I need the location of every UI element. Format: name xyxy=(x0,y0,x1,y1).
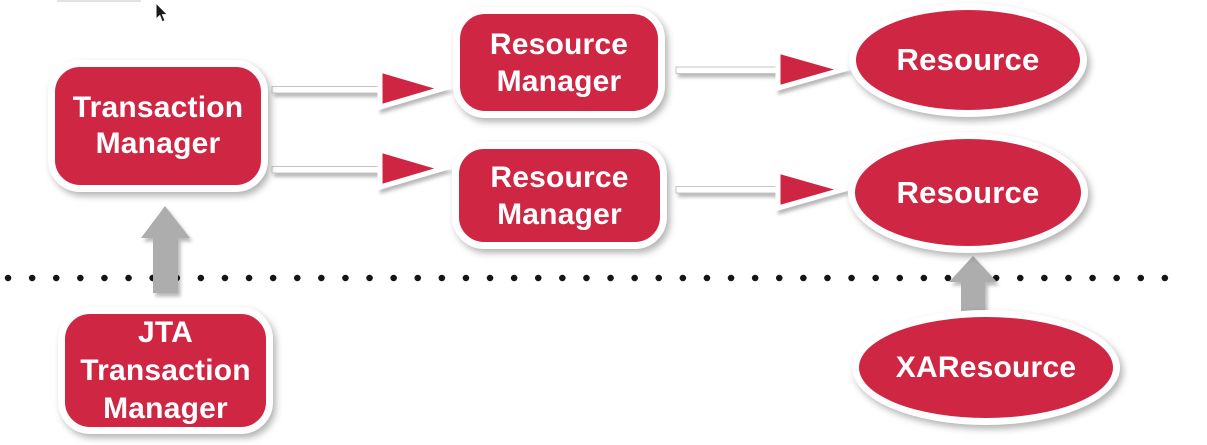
node-jta-transaction-manager: JTA Transaction Manager xyxy=(58,307,273,434)
arrow-tm-to-rm2 xyxy=(271,146,452,191)
node-label: Resource Manager xyxy=(489,27,629,98)
node-label: XAResource xyxy=(895,350,1077,384)
node-resource-1: Resource xyxy=(849,3,1087,117)
node-resource-manager-2: Resource Manager xyxy=(452,142,667,249)
arrow-rm2-to-resource2 xyxy=(675,167,853,212)
node-label: JTA Transaction Manager xyxy=(80,315,251,425)
arrow-jta-to-transaction-manager xyxy=(141,206,190,293)
node-label: Resource xyxy=(896,174,1040,210)
arrow-xaresource-to-resource2 xyxy=(949,256,997,312)
node-label: Resource Manager xyxy=(490,160,629,231)
node-label: Transaction Manager xyxy=(72,91,244,160)
node-xaresource: XAResource xyxy=(852,310,1120,425)
node-resource-2: Resource xyxy=(848,132,1088,253)
top-edge-artifact xyxy=(57,0,141,2)
node-transaction-manager: Transaction Manager xyxy=(48,60,268,192)
node-label: Resource xyxy=(896,42,1040,77)
arrow-rm1-to-resource1 xyxy=(675,47,853,92)
node-resource-manager-1: Resource Manager xyxy=(453,7,665,118)
arrow-tm-to-rm1 xyxy=(271,66,452,111)
mouse-cursor-icon xyxy=(155,2,169,23)
